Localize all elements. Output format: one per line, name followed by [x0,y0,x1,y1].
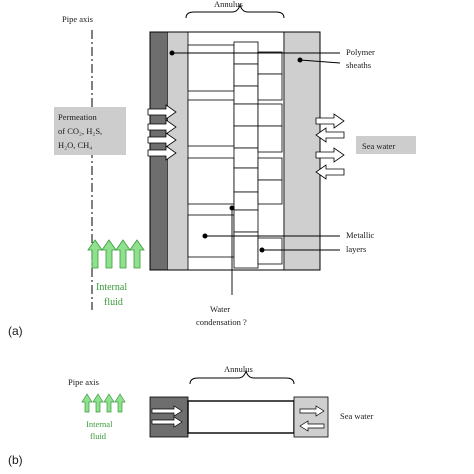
metal-block [257,103,283,127]
pipe-axis-label-b: Pipe axis [68,377,99,387]
metal-block [257,125,283,153]
water-condensation-label-1: Water [210,304,230,314]
metal-block [187,44,235,92]
green-up-arrow-icon [81,393,93,413]
inner-dark-wall-b [149,396,189,438]
inflow-arrow-icon [315,127,345,143]
internal-fluid-arrows-b [81,393,126,413]
inflow-arrow-icon [299,420,325,432]
annulus-brace-b [189,369,295,385]
metal-block [233,85,259,105]
outer-polymer-sheath-b [293,396,329,438]
green-up-arrow-icon [92,393,104,413]
internal-fluid-label-2: fluid [104,297,123,308]
metal-block [233,167,259,193]
inflow-arrow-icon [315,164,345,180]
green-up-arrow-icon [129,239,145,269]
permeation-arrows-b [151,405,183,428]
polymer-sheaths-label-2: sheaths [346,60,371,70]
water-condensation-label-2: condensation ? [196,317,247,327]
sea-water-box [356,136,416,154]
metal-block [257,73,283,101]
permeation-arrow-icon [151,405,183,417]
sea-water-label-b: Sea water [340,411,373,421]
permeation-arrow-icon [147,145,177,161]
outflow-arrow-icon [315,113,345,129]
outer-polymer-sheath [283,31,321,271]
permeation-arrows [147,104,177,161]
internal-fluid-label-b-2: fluid [90,431,107,441]
annulus-label-b: Annulus [224,364,253,374]
metal-block [233,231,259,269]
permeation-label-2: of CO₂, H₂S, [58,126,102,136]
panel-b-label: (b) [8,453,23,467]
metal-block [233,191,259,211]
inner-polymer-sheath [168,32,188,270]
permeation-box [54,107,126,155]
metal-block [233,147,259,169]
outflow-arrow-icon [299,405,325,417]
permeation-arrow-icon [147,119,177,135]
polymer-leader-2 [299,59,341,64]
panel-a: Pipe axis Annulus [8,0,416,338]
permeation-label-3: H₂O, CH₄ [58,140,92,150]
polymer-sheaths-label-1: Polymer [346,47,375,57]
annulus-label: Annulus [214,0,243,9]
outflow-arrow-icon [315,147,345,163]
annulus-brace [185,3,285,19]
panel-a-label: (a) [8,324,23,338]
metal-block [257,179,283,205]
permeation-arrow-icon [147,104,177,120]
permeation-arrow-icon [147,132,177,148]
metal-block [233,63,259,87]
metal-block [257,157,283,181]
sea-water-label: Sea water [362,141,395,151]
internal-fluid-arrows [87,239,145,269]
green-up-arrow-icon [115,239,131,269]
annulus-region-b [187,400,295,434]
sea-water-arrows-b [299,405,325,432]
metal-block [233,209,259,233]
panel-b: Annulus Pipe axis Internal fluid Sea wat… [8,364,373,467]
internal-fluid-label-1: Internal [96,282,127,293]
green-up-arrow-icon [101,239,117,269]
metal-block [187,157,235,205]
metal-block [187,99,235,147]
permeation-arrow-icon [151,416,183,428]
metal-block [257,51,283,75]
green-up-arrow-icon [87,239,103,269]
pipe-axis-label: Pipe axis [62,14,93,24]
metal-block [233,103,259,127]
metallic-layers-label-2: layers [346,244,366,254]
metallic-layers-label-1: Metallic [346,230,375,240]
internal-fluid-label-b-1: Internal [86,419,113,429]
green-up-arrow-icon [103,393,115,413]
permeation-label-1: Permeation [58,112,97,122]
green-up-arrow-icon [114,393,126,413]
sea-water-arrows [315,113,345,180]
metal-block [233,125,259,149]
